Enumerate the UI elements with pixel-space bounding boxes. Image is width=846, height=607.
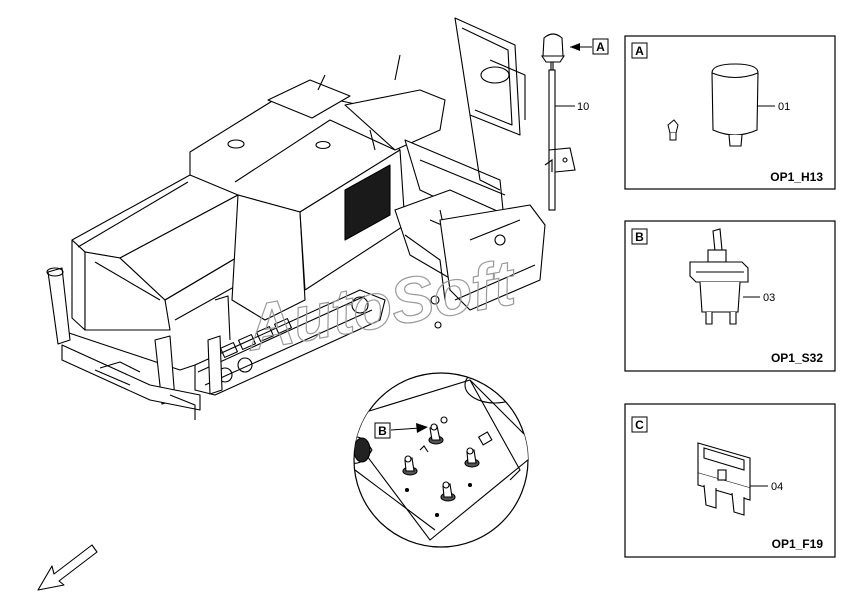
callout-b-box bbox=[374, 422, 391, 439]
panel-a-code: OP1_H13 bbox=[770, 170, 823, 184]
callout-b-letter: B bbox=[378, 424, 387, 438]
detail-panel-b: B 03 OP1_S32 bbox=[624, 220, 836, 372]
toggle-switch-4 bbox=[440, 481, 456, 502]
rear-frame bbox=[430, 204, 546, 329]
panel-b-code: OP1_S32 bbox=[771, 351, 823, 365]
paver-machine-drawing bbox=[46, 17, 546, 420]
toggle-switch-icon bbox=[689, 228, 749, 325]
fuse-icon bbox=[697, 442, 751, 516]
panel-c-part-number: 04 bbox=[771, 481, 783, 493]
hydraulic-cylinders bbox=[46, 267, 231, 405]
hopper bbox=[59, 174, 301, 371]
panel-c-code: OP1_F19 bbox=[772, 537, 824, 551]
toggle-switch-3 bbox=[464, 447, 480, 468]
callout-a-box bbox=[592, 38, 609, 55]
callout-a-leader bbox=[570, 43, 592, 51]
switch-detail-view bbox=[353, 372, 529, 548]
crawler-track bbox=[194, 289, 386, 396]
seat-backrest bbox=[454, 17, 526, 191]
panel-c-letter: C bbox=[635, 418, 644, 432]
engine-housing bbox=[189, 79, 406, 321]
beacon-lamp-icon bbox=[711, 63, 759, 147]
callout-b-leader bbox=[390, 423, 428, 433]
orientation-arrow-icon bbox=[37, 544, 98, 591]
beacon-assembly bbox=[540, 33, 576, 211]
detail-panel-c: C 04 OP1_F19 bbox=[624, 403, 836, 558]
panel-a-part-number: 01 bbox=[778, 101, 790, 113]
callout-a-letter: A bbox=[596, 40, 605, 54]
bulb-icon bbox=[667, 119, 679, 141]
detail-panel-a: A 01 OP1_H13 bbox=[624, 35, 836, 190]
chassis-front bbox=[61, 344, 201, 420]
panel-a-letter: A bbox=[635, 44, 644, 58]
panel-b-letter: B bbox=[635, 230, 644, 244]
item-10-label: 10 bbox=[577, 101, 589, 113]
panel-b-part-number: 03 bbox=[763, 292, 775, 304]
toggle-switch-1 bbox=[428, 423, 444, 445]
toggle-switch-2 bbox=[402, 455, 418, 476]
